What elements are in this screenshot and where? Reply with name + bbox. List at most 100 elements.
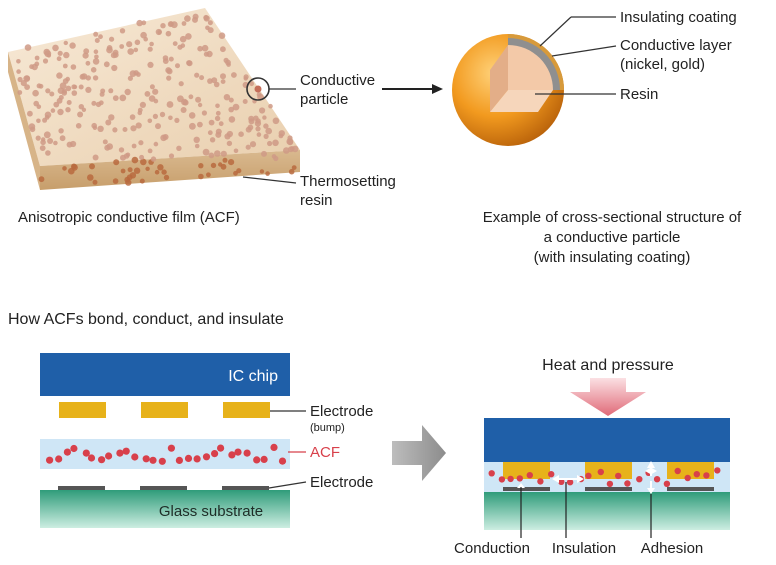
bump-bonded-2 [585,462,632,479]
film-particle [180,107,187,113]
film-particle [261,150,267,157]
acf-particle [270,443,278,451]
film-particle [233,148,239,154]
acf-particle [46,456,54,464]
lower-electrode-2 [140,486,187,490]
film-particle [39,145,46,152]
section-title: How ACFs bond, conduct, and insulate [8,311,284,328]
label-electrode-bump-1: Electrode [310,403,373,420]
film-particle [98,34,103,40]
film-particle [43,131,51,139]
film-particle [34,55,40,61]
film-particle [147,61,154,68]
film-particle [141,20,147,26]
label-conductive-particle-2: particle [300,91,348,108]
acf-particle [82,449,90,457]
film-particle [134,39,141,46]
film-particle [197,102,203,108]
film-particle [195,96,202,103]
film-particle [166,101,174,108]
film-particle [147,148,153,154]
film-particle [57,50,63,56]
film-particle [17,76,23,83]
bonded-particle [714,467,721,474]
label-conduction: Conduction [454,540,530,557]
film-particle [197,121,203,128]
film-particle [194,72,200,78]
film-particle [136,19,143,27]
particle-cross-section [452,34,564,146]
film-particle [157,30,162,35]
film-particle [144,91,151,97]
film-particle [214,115,221,122]
bonded-particle [663,480,671,487]
film-particle [63,51,70,59]
film-particle [71,90,78,96]
film-particle [163,174,170,181]
film-particle [248,118,255,125]
acf-particle [142,455,150,463]
film-particle [243,74,249,80]
film-particle [267,140,273,147]
film-particle [122,127,128,132]
film-particle [207,27,214,34]
film-particle [129,114,136,120]
film-particle [56,56,62,62]
film-particle [124,88,131,96]
film-particle [245,144,251,150]
bonded-particle [684,474,691,482]
bonded-particle [585,472,592,479]
film-particle [127,167,133,173]
film-particle [94,54,99,60]
caption-particle-1: Example of cross-sectional structure of [483,209,742,226]
film-particle [129,172,137,179]
film-particle [120,154,126,161]
glass-substrate-bonded [484,492,730,530]
film-particle [272,139,279,147]
bonded-particle [537,478,544,485]
film-particle [66,100,72,105]
film-particle [215,131,222,138]
cutaway-inner-face [490,45,508,112]
bonded-particle [615,472,622,480]
bonded-particle [703,472,710,479]
film-particle [53,101,60,108]
film-particle [228,116,236,123]
acf-particle [105,452,113,460]
film-particle [256,132,262,137]
film-particle [154,169,160,175]
film-particle [27,110,33,117]
film-particle [220,73,226,80]
label-resin: Resin [620,86,658,103]
film-particle [254,120,262,127]
film-particle [211,77,218,84]
film-particle [106,45,113,51]
film-particle [16,69,21,74]
film-particle [249,81,255,87]
film-particle [78,84,84,90]
film-particle [181,21,187,26]
film-particle [201,110,207,116]
film-particle [231,72,237,78]
film-particle [93,49,99,54]
label-insulating-coating: Insulating coating [620,9,737,26]
film-particle [42,58,49,64]
film-particle [259,107,266,114]
film-left-edge [8,52,40,190]
film-particle [178,81,184,87]
after-bonding-stack [484,418,730,530]
film-particle [119,28,126,34]
acf-layer [40,439,290,469]
bonded-particle [693,471,700,478]
film-particle [16,59,21,64]
film-particle [80,73,88,80]
acf-particle [234,448,242,456]
acf-particles [46,443,287,465]
film-particle [99,91,105,97]
film-particle [220,46,226,53]
film-particle [271,154,277,159]
bump-bonded-3 [667,462,714,479]
film-particle [278,130,285,137]
adhesion-arrows-icon [645,461,657,494]
